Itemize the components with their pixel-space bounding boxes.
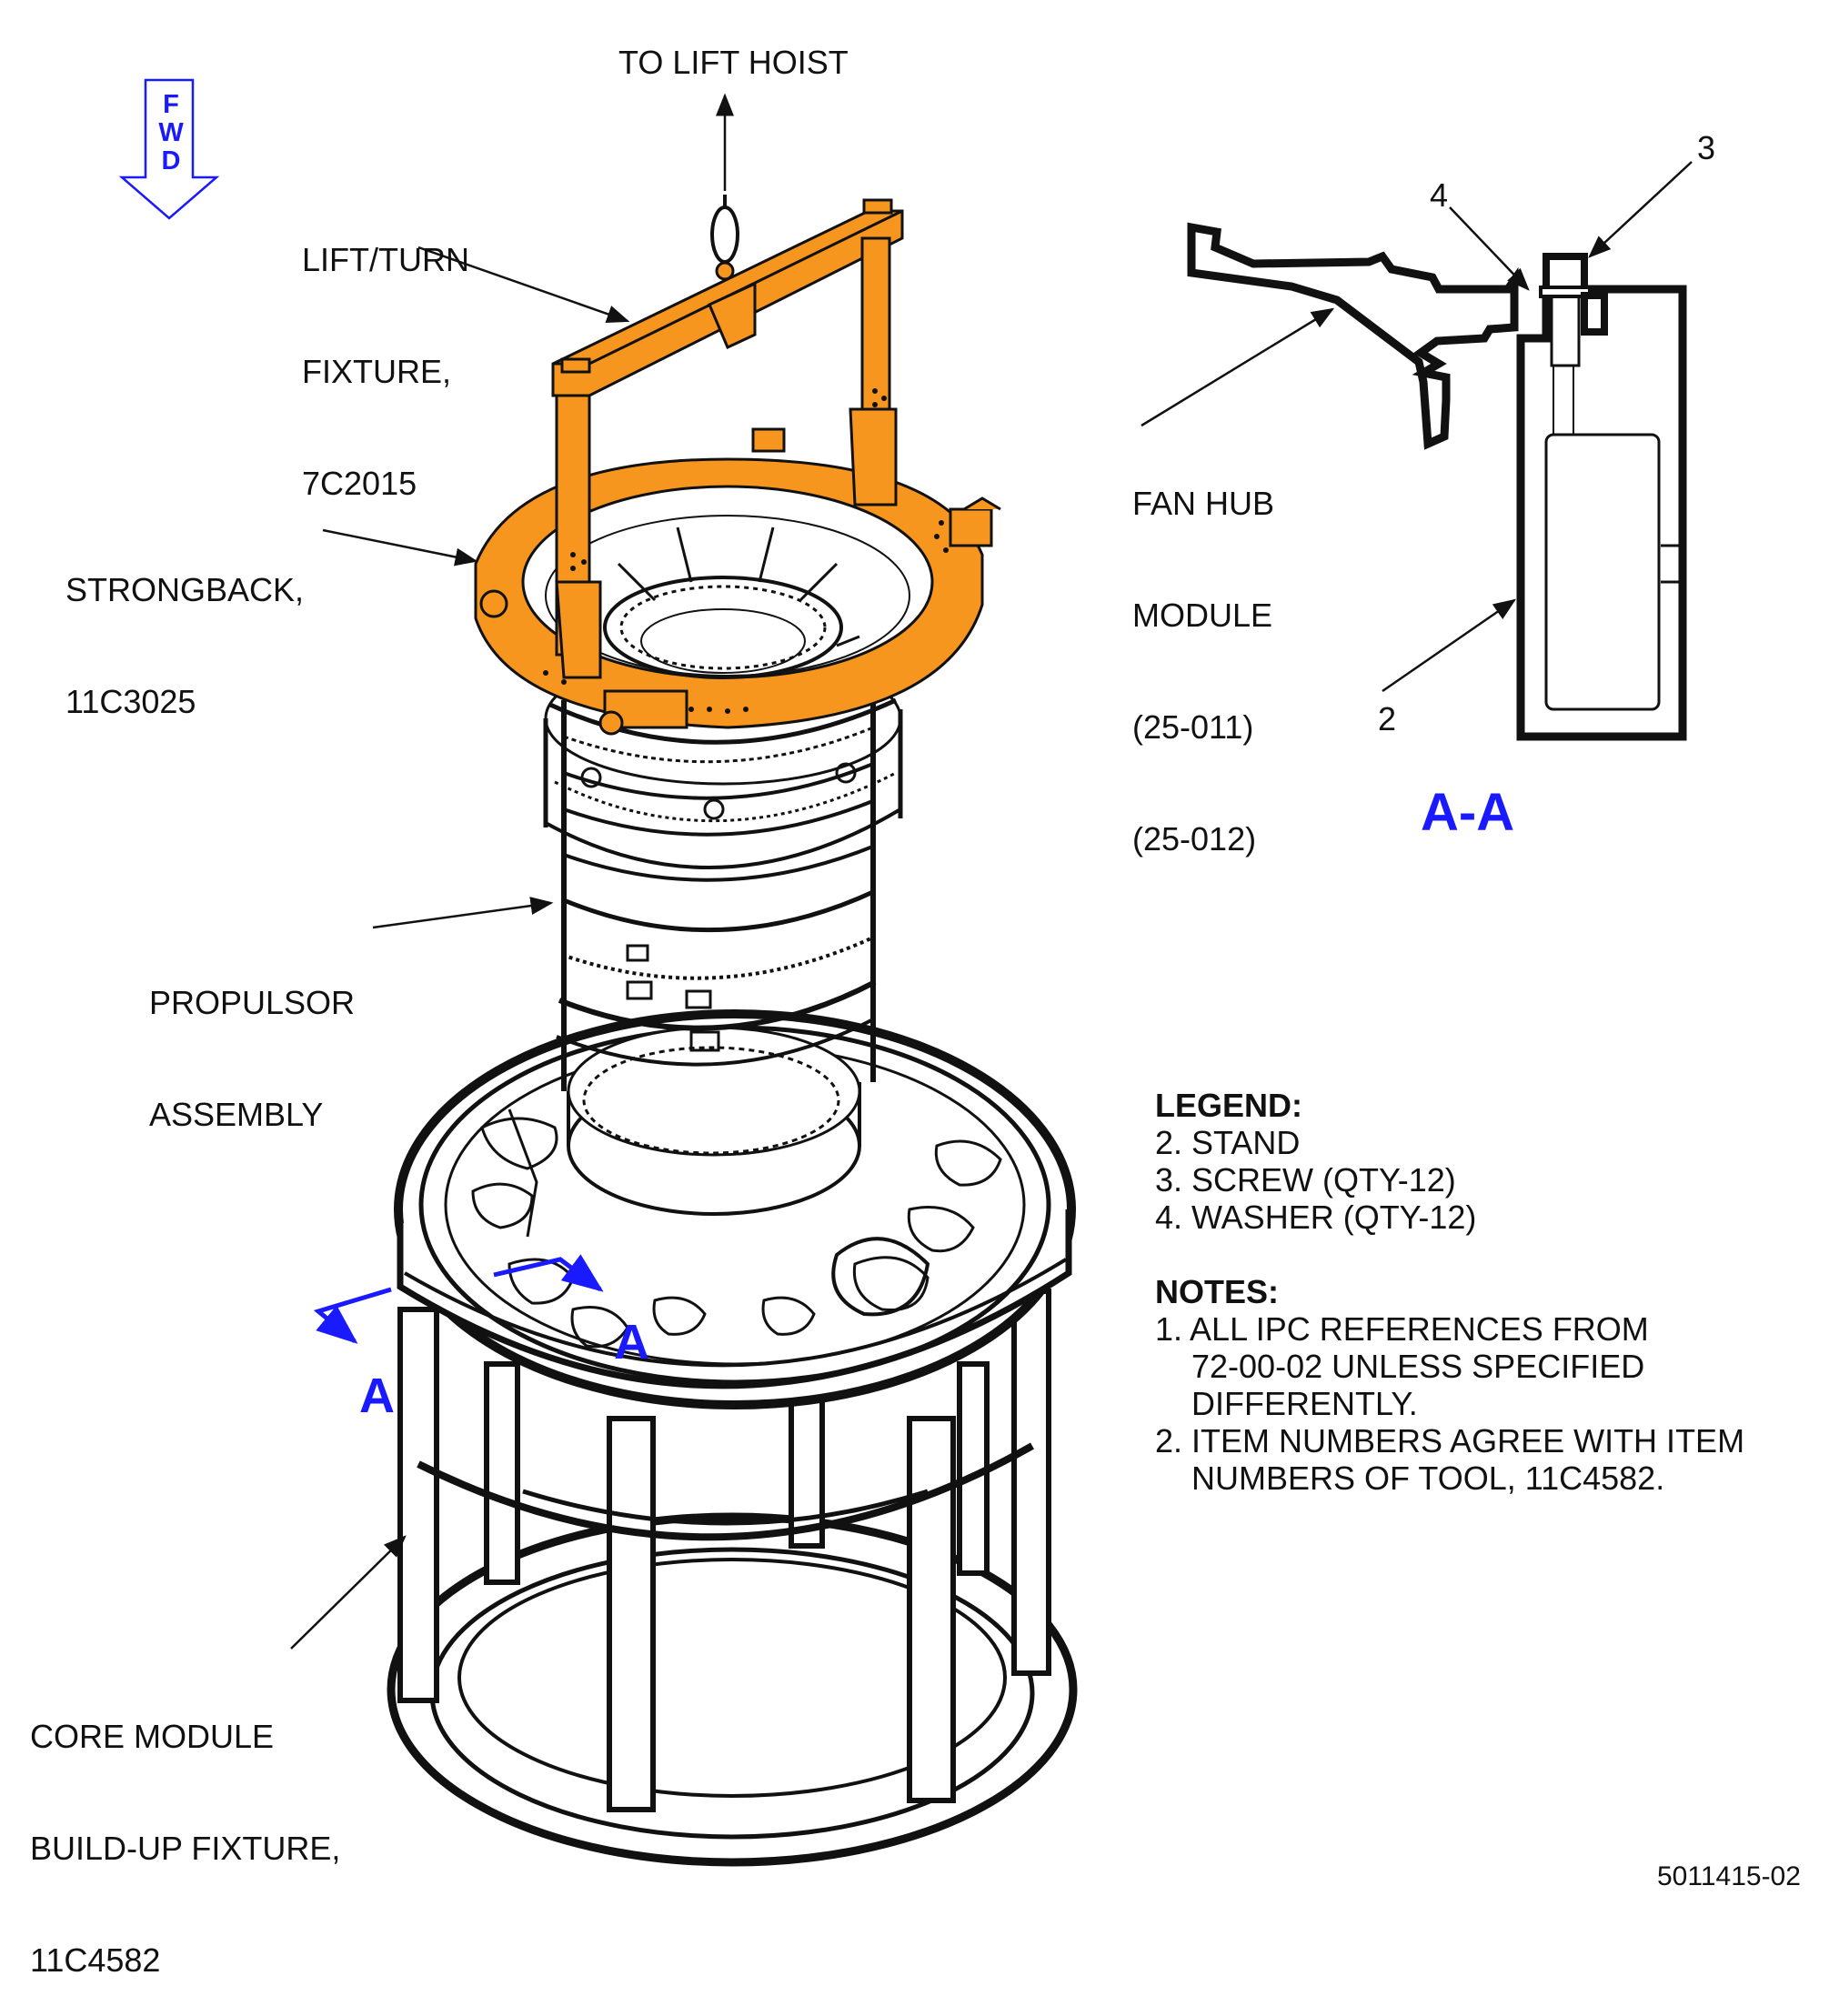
note-line: 2. ITEM NUMBERS AGREE WITH ITEM (1155, 1422, 1745, 1459)
figure-id: 5011415-02 (1657, 1861, 1801, 1891)
section-cut-markers (313, 1254, 604, 1344)
item-callout-4: 4 (1430, 176, 1449, 214)
note-line: 1. ALL IPC REFERENCES FROM (1155, 1310, 1649, 1348)
section-view-title: A-A (1421, 783, 1515, 842)
strongback-label: STRONGBACK, 11C3025 (65, 571, 305, 720)
lift-turn-fixture (551, 195, 904, 679)
to-lift-hoist-label: TO LIFT HOIST (618, 44, 849, 81)
fwd-arrow-icon (118, 78, 220, 220)
platform-details (471, 1108, 1002, 1349)
fwd-direction-label: F W D (158, 90, 184, 176)
section-marker-left: A (359, 1369, 395, 1423)
note-line: NUMBERS OF TOOL, 11C4582. (1155, 1459, 1665, 1497)
legend-item: 2. STAND (1155, 1124, 1301, 1161)
strongback (474, 427, 1001, 736)
note-line: DIFFERENTLY. (1155, 1385, 1418, 1422)
section-a-a-view (1187, 222, 1687, 741)
lift-turn-fixture-label: LIFT/TURN FIXTURE, 7C2015 (302, 241, 469, 502)
propulsor-assembly (543, 651, 903, 1216)
item-callout-2: 2 (1378, 700, 1397, 737)
assembly-illustration (118, 78, 1693, 1867)
section-marker-right: A (614, 1315, 649, 1369)
propulsor-assembly-label: PROPULSOR ASSEMBLY (149, 984, 356, 1133)
fan-hub-module-label: FAN HUB MODULE (25-011) (25-012) (1132, 485, 1275, 858)
leader-lines (290, 93, 1693, 1650)
note-line: 72-00-02 UNLESS SPECIFIED (1155, 1348, 1645, 1385)
legend-block: LEGEND: 2. STAND 3. SCREW (QTY-12) 4. WA… (1155, 1087, 1744, 1497)
item-callout-3: 3 (1697, 129, 1716, 166)
notes-heading: NOTES: (1155, 1273, 1280, 1310)
legend-heading: LEGEND: (1155, 1087, 1302, 1124)
legend-item: 3. SCREW (QTY-12) (1155, 1161, 1456, 1199)
core-module-fixture-label: CORE MODULE BUILD-UP FIXTURE, 11C4582 (30, 1718, 341, 1979)
legend-item: 4. WASHER (QTY-12) (1155, 1199, 1477, 1236)
